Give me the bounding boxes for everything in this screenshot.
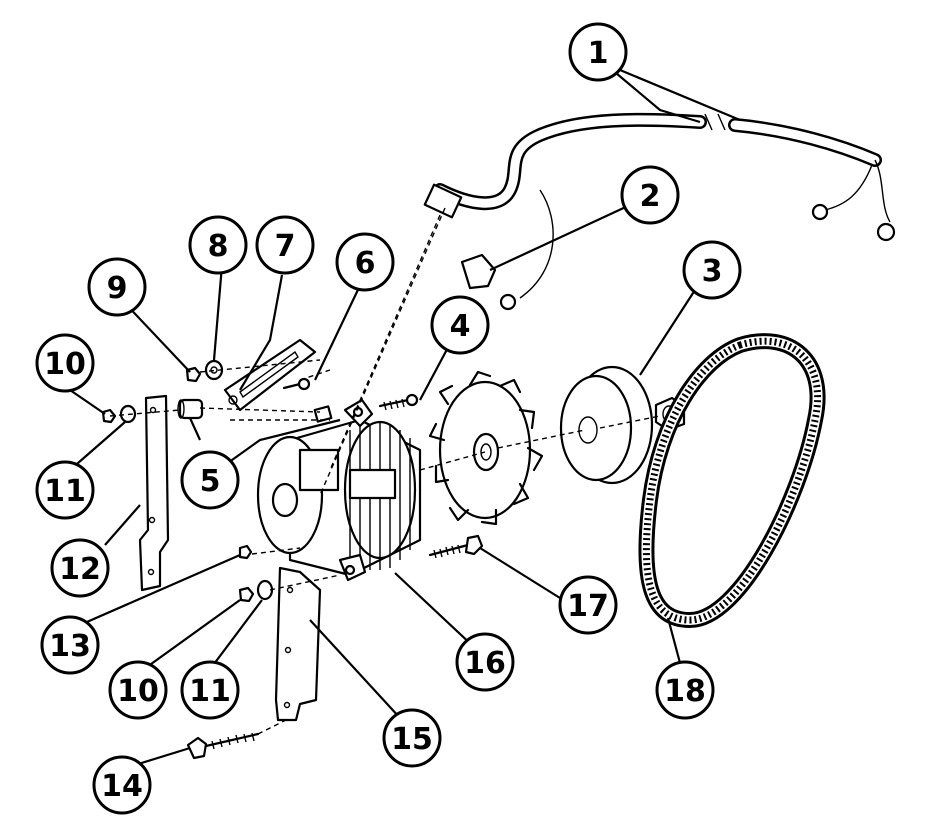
callout-6-label: 6 <box>355 246 376 281</box>
alignment-lines <box>109 207 661 735</box>
callout-18: 18 <box>655 660 715 720</box>
callout-15-label: 15 <box>391 722 433 757</box>
terminal-boot-part <box>460 253 497 290</box>
callout-17: 17 <box>558 575 618 635</box>
callout-11-upper-label: 11 <box>44 474 86 509</box>
callout-1: 1 <box>568 22 628 82</box>
callout-14: 14 <box>92 755 152 815</box>
callout-5: 5 <box>180 450 240 510</box>
screw-6-part <box>282 377 333 423</box>
drive-belt-part <box>638 333 826 628</box>
callout-11-lower-label: 11 <box>189 674 231 709</box>
callout-7-label: 7 <box>275 229 296 264</box>
callout-9-label: 9 <box>107 271 128 306</box>
callout-17-label: 17 <box>567 589 609 624</box>
callout-14-label: 14 <box>101 769 143 804</box>
callout-10-upper-label: 10 <box>44 347 86 382</box>
nut-13-part <box>238 544 253 560</box>
alternator-part <box>256 398 422 582</box>
callout-10-lower: 10 <box>108 660 168 720</box>
callout-8-label: 8 <box>208 229 229 264</box>
callout-10-lower-label: 10 <box>117 674 159 709</box>
leader-lines <box>69 67 741 767</box>
bolt-14-part <box>186 732 260 760</box>
bushing-5-part <box>177 398 204 420</box>
callout-3: 3 <box>682 240 742 300</box>
callout-4: 4 <box>430 295 490 355</box>
strap-12-part <box>138 394 170 592</box>
adjusting-bracket-7-part <box>223 338 317 412</box>
callout-8: 8 <box>188 215 248 275</box>
callout-1-label: 1 <box>588 36 609 71</box>
callout-5-label: 5 <box>200 464 221 499</box>
callout-18-label: 18 <box>664 674 706 709</box>
washer-11-lower-part <box>256 579 274 601</box>
callout-4-label: 4 <box>450 309 471 344</box>
callout-9: 9 <box>87 257 147 317</box>
nut-10-upper-part <box>101 408 117 424</box>
callout-12: 12 <box>50 538 110 598</box>
callout-13: 13 <box>40 615 100 675</box>
callout-3-label: 3 <box>702 254 723 289</box>
callout-16: 16 <box>455 632 515 692</box>
callout-10-upper: 10 <box>35 333 95 393</box>
nut-10-lower-part <box>238 586 255 603</box>
washer-8-part <box>204 359 224 381</box>
fan-part <box>428 370 544 526</box>
callout-7: 7 <box>255 215 315 275</box>
callouts: 1 2 3 4 5 6 7 8 <box>35 22 742 815</box>
wiring-harness-part <box>423 112 896 311</box>
callout-13-label: 13 <box>49 629 91 664</box>
callout-2-label: 2 <box>640 179 661 214</box>
bolt-17-part <box>428 534 484 559</box>
callout-12-label: 12 <box>59 552 101 587</box>
callout-2: 2 <box>620 165 680 225</box>
bolt-4-part <box>378 393 419 411</box>
callout-15: 15 <box>382 708 442 768</box>
callout-16-label: 16 <box>464 646 506 681</box>
callout-6: 6 <box>335 232 395 292</box>
strap-15-part <box>274 566 322 722</box>
callout-11-lower: 11 <box>180 660 240 720</box>
callout-11-upper: 11 <box>35 460 95 520</box>
